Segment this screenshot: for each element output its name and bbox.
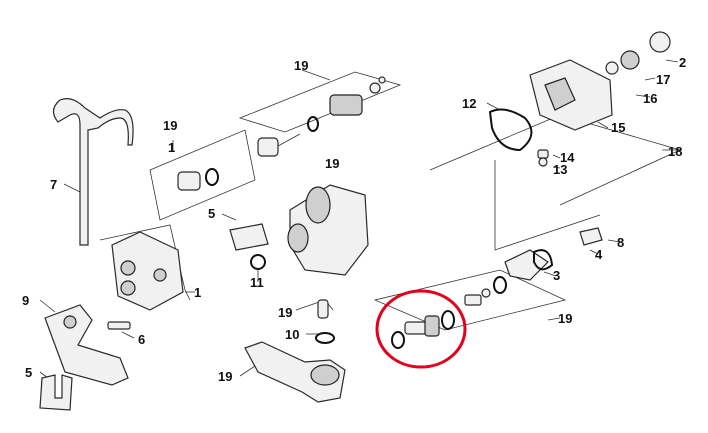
callout-16: 16 <box>643 91 657 106</box>
callout-8: 8 <box>617 235 624 250</box>
part-valve-3 <box>504 249 554 281</box>
bracket-19-top <box>238 71 402 133</box>
bracket-1-top <box>149 129 256 221</box>
callout-5-bottom: 5 <box>25 365 32 380</box>
part-main-pump-housing <box>250 184 369 276</box>
part-housing-1 <box>111 231 184 311</box>
callout-12: 12 <box>462 96 476 111</box>
part-connector-1-top <box>177 168 219 191</box>
highlight-circle <box>375 289 467 369</box>
part-screws-13-14 <box>537 149 549 167</box>
bracket-19-right <box>373 269 567 331</box>
callout-labels: 19 19 1 19 7 5 11 1 9 19 10 6 5 19 12 14… <box>22 55 686 384</box>
callout-3: 3 <box>553 268 560 283</box>
callout-19-bottom: 19 <box>218 369 232 384</box>
callout-14: 14 <box>560 150 575 165</box>
callout-19-valve: 19 <box>278 305 292 320</box>
part-fitting-9 <box>44 304 129 386</box>
callout-17: 17 <box>656 72 670 87</box>
callout-1-top: 1 <box>168 140 175 155</box>
callout-18: 18 <box>668 144 682 159</box>
callout-13: 13 <box>553 162 567 177</box>
bracket-18 <box>429 114 682 206</box>
callout-7: 7 <box>50 177 57 192</box>
callout-19-left: 19 <box>163 118 177 133</box>
part-clip-5-bottom <box>39 374 73 411</box>
callout-10: 10 <box>285 327 299 342</box>
callout-19-mid: 19 <box>325 156 339 171</box>
part-valve-10 <box>315 299 335 344</box>
part-clip-5-mid <box>229 223 269 251</box>
callout-6: 6 <box>138 332 145 347</box>
part-small-seals-19-right <box>464 276 507 306</box>
callout-1-mid: 1 <box>194 285 201 300</box>
part-seals-16-17-2 <box>605 31 671 75</box>
callout-2: 2 <box>679 55 686 70</box>
callout-19-right: 19 <box>558 311 572 326</box>
part-valve-assembly-19-top <box>257 76 386 157</box>
part-ring-12 <box>488 108 533 152</box>
part-screw-6 <box>107 321 131 330</box>
part-highlighted-valve <box>391 310 455 349</box>
part-cylinder-head-15 <box>529 59 613 131</box>
callout-11: 11 <box>250 275 264 290</box>
part-hose-7 <box>52 98 134 246</box>
callout-15: 15 <box>611 120 625 135</box>
callout-19-top: 19 <box>294 58 308 73</box>
callout-4: 4 <box>595 247 603 262</box>
callout-5-mid: 5 <box>208 206 215 221</box>
part-spring-8 <box>579 227 603 246</box>
callout-9: 9 <box>22 293 29 308</box>
part-pipe-19-bottom <box>244 341 346 403</box>
